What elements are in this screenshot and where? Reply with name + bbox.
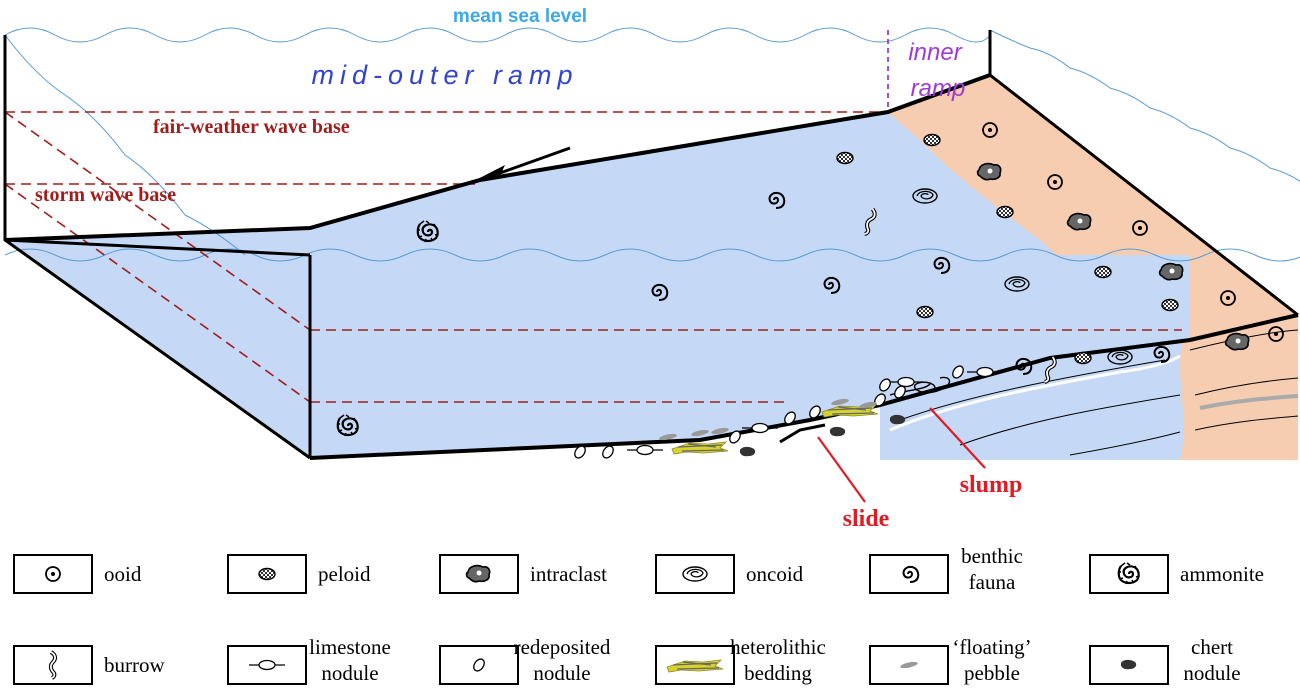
legend-label: ammonite xyxy=(1180,562,1264,586)
block-outline xyxy=(3,30,1299,460)
legend-label: nodule xyxy=(533,661,590,685)
storm-wave-base-label: storm wave base xyxy=(35,184,176,206)
legend-label: nodule xyxy=(1183,661,1240,685)
slide-callout-line xyxy=(817,436,866,503)
inner-ramp-label-line2: ramp xyxy=(911,75,966,102)
legend-label: nodule xyxy=(321,661,378,685)
mid-outer-ramp-label: mid-outer ramp xyxy=(311,60,578,90)
slump-callout-line xyxy=(929,407,986,469)
peloid-icon xyxy=(258,567,276,581)
inner-ramp-label-line1: inner xyxy=(908,39,962,66)
sea-level-back-wave xyxy=(4,27,991,43)
legend-label: peloid xyxy=(318,562,371,586)
legend-item-burrow: burrow xyxy=(13,645,165,685)
legend-item-peloid: peloid xyxy=(227,554,371,594)
intraclast-icon xyxy=(465,564,491,583)
slide-scar xyxy=(779,423,826,444)
legend-label: oncoid xyxy=(746,562,804,586)
fair-weather-wave-base-label: fair-weather wave base xyxy=(153,116,350,138)
legend-label: intraclast xyxy=(530,562,607,586)
legend-item-ammonite: ammonite xyxy=(1089,554,1264,594)
sea-level-left-diag-wave xyxy=(4,34,246,256)
legend-label: chert xyxy=(1191,635,1233,659)
legend-box xyxy=(655,554,735,594)
legend-label: ooid xyxy=(104,562,142,586)
slump-label: slump xyxy=(960,472,1023,498)
legend-label: bedding xyxy=(744,661,812,685)
legend-label: fauna xyxy=(969,570,1016,594)
front-face-sediment xyxy=(880,340,1190,460)
legend-label: heterolithic xyxy=(730,635,826,659)
front-face-inner-ramp xyxy=(1180,315,1298,460)
inner-ramp-facies xyxy=(888,75,1298,340)
legend-item-floating-pebble: ‘floating’pebble xyxy=(869,635,1032,685)
legend-label: benthic xyxy=(961,544,1023,568)
block-diagram: mean sea level mid-outer ramp inner ramp… xyxy=(3,6,1300,532)
slide-arrow xyxy=(468,146,571,184)
legend-label: redeposited xyxy=(514,635,611,659)
legend-label: pebble xyxy=(964,661,1020,685)
legend-label: burrow xyxy=(104,653,165,677)
front-face-water xyxy=(310,255,1190,458)
legend-item-ooid: ooid xyxy=(13,554,142,594)
wave-base-lines xyxy=(4,111,1182,403)
legend-item-oncoid: oncoid xyxy=(655,554,804,594)
legend-label: limestone xyxy=(309,635,391,659)
legend-box xyxy=(869,645,949,685)
legend-label: ‘floating’ xyxy=(952,635,1031,659)
legend-item-intraclast: intraclast xyxy=(439,554,607,594)
sea-level-right-wave xyxy=(989,29,1300,182)
mean-sea-level-label: mean sea level xyxy=(453,6,587,27)
water-left-face xyxy=(5,24,990,255)
slump-folds xyxy=(889,376,951,403)
slide-label: slide xyxy=(843,506,890,532)
